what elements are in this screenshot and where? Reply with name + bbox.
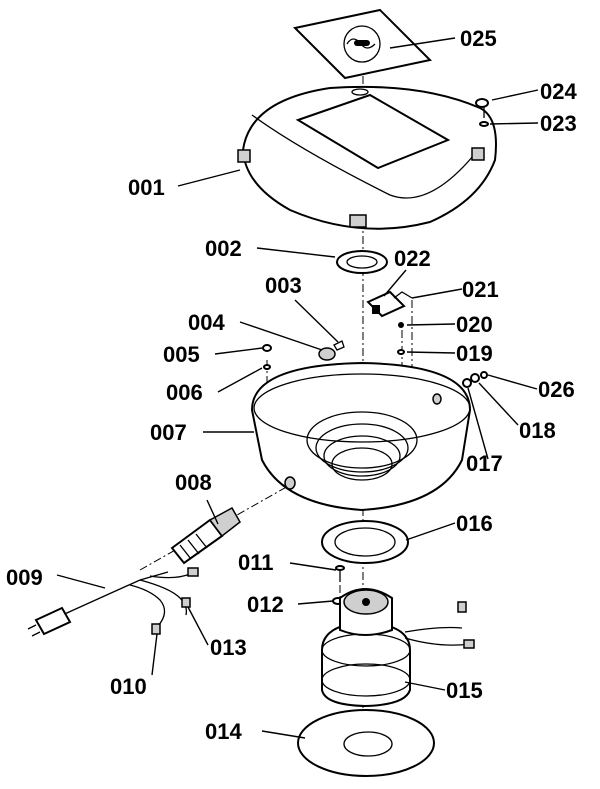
leader-lines	[56, 37, 539, 739]
label-011: 011	[238, 550, 274, 575]
part-013-terminal[interactable]	[181, 597, 191, 608]
label-022: 022	[394, 246, 431, 271]
part-020-nut[interactable]	[398, 322, 404, 328]
label-026: 026	[538, 377, 575, 402]
label-002: 002	[205, 236, 242, 261]
label-015: 015	[446, 678, 483, 703]
part-015-motor[interactable]	[321, 588, 475, 708]
label-005: 005	[163, 342, 200, 367]
part-006-washer[interactable]	[263, 364, 271, 370]
part-014-pad[interactable]	[297, 709, 435, 777]
label-001: 001	[128, 175, 165, 200]
part-018-nut[interactable]	[470, 373, 480, 383]
part-009-power-cord[interactable]	[27, 571, 191, 637]
label-013: 013	[210, 635, 247, 660]
part-017-washer[interactable]	[462, 378, 472, 388]
label-008: 008	[175, 470, 212, 495]
label-004: 004	[188, 310, 225, 335]
label-007: 007	[150, 420, 187, 445]
label-023: 023	[540, 111, 577, 136]
label-009: 009	[6, 565, 43, 590]
label-020: 020	[456, 312, 493, 337]
label-003: 003	[265, 273, 302, 298]
cord-end-terminal	[187, 567, 199, 577]
part-026-screw[interactable]	[480, 371, 488, 379]
part-023-washer[interactable]	[479, 121, 489, 127]
label-016: 016	[456, 511, 493, 536]
label-010: 010	[110, 674, 147, 699]
part-016-gasket[interactable]	[321, 520, 409, 564]
part-019-washer[interactable]	[397, 349, 405, 355]
part-number-labels: 025 024 023 001 002 022 003 021 004 020 …	[6, 26, 577, 744]
label-017: 017	[466, 451, 503, 476]
part-001-lid[interactable]	[237, 85, 497, 230]
part-011-screw[interactable]	[335, 565, 345, 582]
label-012: 012	[247, 592, 284, 617]
label-024: 024	[540, 79, 577, 104]
part-010-terminal[interactable]	[151, 623, 161, 635]
part-021-bracket[interactable]	[393, 291, 413, 299]
part-007-housing[interactable]	[250, 361, 472, 512]
part-004-knob[interactable]	[318, 347, 336, 361]
part-003-clip[interactable]	[333, 340, 345, 351]
label-019: 019	[456, 341, 493, 366]
part-008-strain-relief[interactable]	[170, 506, 241, 565]
part-005-screw[interactable]	[262, 344, 272, 352]
part-022-switch[interactable]	[366, 290, 406, 318]
part-002-ring[interactable]	[336, 250, 388, 274]
label-021: 021	[462, 277, 499, 302]
label-018: 018	[519, 418, 556, 443]
label-014: 014	[205, 719, 242, 744]
part-024-screw[interactable]	[475, 98, 489, 118]
label-006: 006	[166, 380, 203, 405]
label-025: 025	[460, 26, 497, 51]
part-025-label-plate[interactable]	[292, 8, 433, 80]
